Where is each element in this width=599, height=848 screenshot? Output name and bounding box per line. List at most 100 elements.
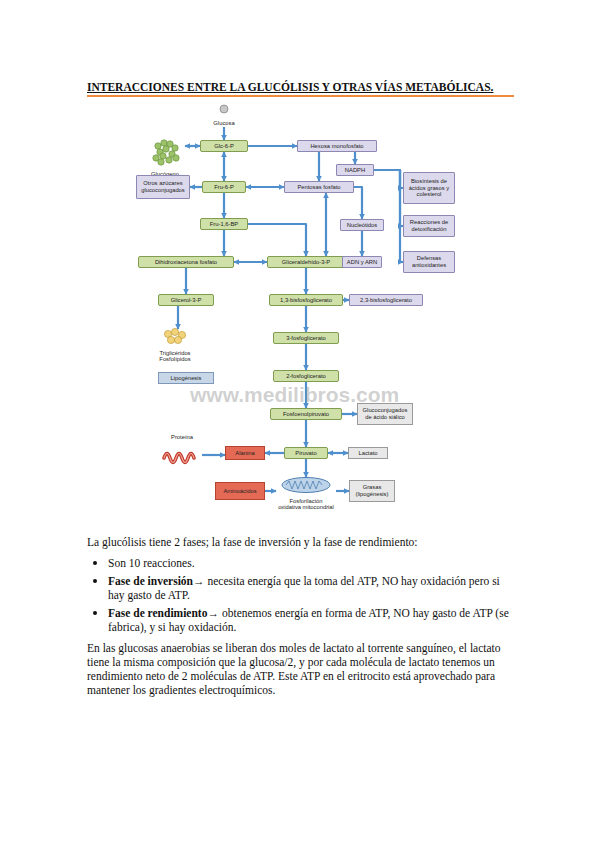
icon-node: Triglicéridos Fosfolípidos bbox=[150, 329, 200, 363]
flow-arrow bbox=[265, 452, 284, 454]
node-label: 1,3-bisfosfoglicerato bbox=[279, 297, 334, 304]
flow-arrow bbox=[190, 186, 202, 188]
flow-arrow bbox=[185, 145, 200, 147]
flow-arrow bbox=[223, 193, 225, 218]
node-label: Reacciones de detoxificación bbox=[404, 219, 454, 232]
branch-box: 2,3-bisfosfoglicerato bbox=[349, 294, 423, 306]
bullet-dot bbox=[93, 561, 97, 565]
flow-arrow bbox=[234, 261, 267, 263]
node-label: Alanina bbox=[234, 450, 256, 457]
node-label: Grasas (lipogénesis) bbox=[350, 484, 394, 497]
flow-arrow bbox=[246, 186, 284, 188]
node-label: Fru-1,6-BP bbox=[208, 221, 239, 228]
protein-icon-highlight bbox=[164, 454, 194, 463]
flow-arrow bbox=[318, 152, 320, 181]
flow-arrow bbox=[361, 231, 363, 256]
watermark-block: www.medilibros.com bbox=[190, 383, 490, 407]
watermark: www.medilibros.com bbox=[190, 383, 399, 406]
node-label: Nucleótidos bbox=[345, 222, 378, 229]
node-label: Glucoconjugados de ácido siálico bbox=[358, 407, 412, 420]
node-label: Dihidroxiacetona fosfato bbox=[153, 259, 218, 266]
pathway-box: 1,3-bisfosfoglicerato bbox=[269, 294, 343, 306]
pathway-box: 2-fosfoglicerato bbox=[273, 370, 339, 382]
product-box: Grasas (lipogénesis) bbox=[349, 480, 395, 502]
branch-box: NADPH bbox=[336, 164, 374, 176]
node-label: Pentosas fosfato bbox=[296, 184, 342, 191]
node-label: Piruvato bbox=[294, 450, 318, 457]
flow-arrow bbox=[305, 306, 307, 332]
node-label: Lipogénesis bbox=[169, 375, 203, 382]
pathway-box: Fosfoenolpiruvato bbox=[270, 408, 342, 420]
page-title: INTERACCIONES ENTRE LA GLUCÓLISIS Y OTRA… bbox=[87, 80, 493, 94]
node-label: ADN y ARN bbox=[345, 259, 378, 266]
flow-arrow bbox=[374, 170, 403, 262]
branch-box: Defensas antioxidantes bbox=[403, 251, 455, 273]
pathway-box: Glc-6-P bbox=[200, 140, 248, 152]
node-label: Otros azúcares glucoconjugados bbox=[137, 180, 189, 193]
text-block: En las glucosas anaerobias se liberan do… bbox=[87, 641, 515, 697]
node-label: Glc-6-P bbox=[213, 143, 236, 150]
node-label: Aminoácidos bbox=[222, 488, 258, 495]
bullet-dot bbox=[93, 611, 97, 615]
bullet-dot bbox=[93, 579, 97, 583]
product-box: Glucoconjugados de ácido siálico bbox=[357, 403, 413, 425]
flow-arrow bbox=[336, 490, 349, 492]
flow-arrow bbox=[305, 420, 307, 447]
mitochondrion-cristae bbox=[286, 481, 322, 489]
flow-arrow bbox=[248, 224, 306, 256]
lipid-icon bbox=[164, 328, 185, 343]
pathway-box: 3-fosfoglicerato bbox=[273, 332, 339, 344]
branch-box: Hexosa monofosfato bbox=[297, 140, 377, 152]
node-label: 2-fosfoglicerato bbox=[285, 373, 328, 380]
flow-arrow bbox=[223, 230, 225, 256]
node-label: Gliceraldehído-3-P bbox=[280, 259, 331, 266]
title-rule bbox=[87, 95, 514, 97]
body-text: Son 10 reacciones. bbox=[108, 557, 195, 569]
process-box: Lipogénesis bbox=[158, 372, 214, 384]
body-text: La glucólisis tiene 2 fases; la fase de … bbox=[87, 536, 418, 548]
node-label: 3-fosfoglicerato bbox=[285, 335, 328, 342]
icon-node: Fosforilación oxidativa mitocondrial bbox=[276, 477, 336, 511]
icon-node: Glucógeno bbox=[145, 138, 185, 178]
node-label: Biosíntesis de ácidos grasos y colestero… bbox=[404, 178, 454, 198]
flow-arrow bbox=[328, 452, 348, 454]
amino-box: Alanina bbox=[225, 446, 265, 460]
pathway-box: Fru-1,6-BP bbox=[200, 218, 248, 230]
flow-arrow bbox=[354, 152, 356, 164]
flow-arrow bbox=[305, 459, 307, 477]
text-block: Fase de rendimiento→obtenemos energía en… bbox=[108, 606, 518, 634]
pathway-box: Gliceraldehído-3-P bbox=[267, 256, 345, 268]
pathway-box: Piruvato bbox=[284, 447, 328, 459]
branch-box: Pentosas fosfato bbox=[284, 181, 354, 193]
glycogen-icon bbox=[153, 140, 179, 165]
flow-arrow bbox=[325, 193, 327, 256]
node-label: 2,3-bisfosfoglicerato bbox=[359, 297, 414, 304]
branch-box: Nucleótidos bbox=[340, 219, 384, 231]
flow-arrow bbox=[177, 306, 179, 329]
text-block: Son 10 reacciones. bbox=[108, 556, 518, 570]
node-label: NADPH bbox=[343, 167, 366, 174]
node-label: Proteína bbox=[170, 434, 195, 441]
body-text: Fase de rendimiento→ bbox=[108, 607, 219, 619]
flow-arrow bbox=[374, 170, 403, 226]
edge-layer bbox=[178, 127, 403, 491]
pathway-box: Dihidroxiacetona fosfato bbox=[138, 256, 234, 268]
icon-node: Glucosa bbox=[204, 105, 244, 127]
branch-box: ADN y ARN bbox=[342, 256, 382, 268]
flow-arrow bbox=[202, 454, 225, 456]
node-label: Hexosa monofosfato bbox=[309, 143, 365, 150]
node-label: Lactato bbox=[357, 450, 379, 457]
branch-box: Reacciones de detoxificación bbox=[403, 215, 455, 237]
product-box: Lactato bbox=[348, 447, 388, 459]
node-label: Defensas antioxidantes bbox=[404, 255, 454, 268]
glucose-icon bbox=[220, 105, 228, 113]
node-label: Glucosa bbox=[212, 120, 236, 127]
branch-box: Otros azúcares glucoconjugados bbox=[136, 175, 190, 199]
amino-box: Aminoácidos bbox=[215, 482, 265, 500]
flow-arrow bbox=[248, 145, 297, 147]
flow-arrow bbox=[223, 127, 225, 140]
node-label: Fru-6-P bbox=[213, 184, 236, 191]
